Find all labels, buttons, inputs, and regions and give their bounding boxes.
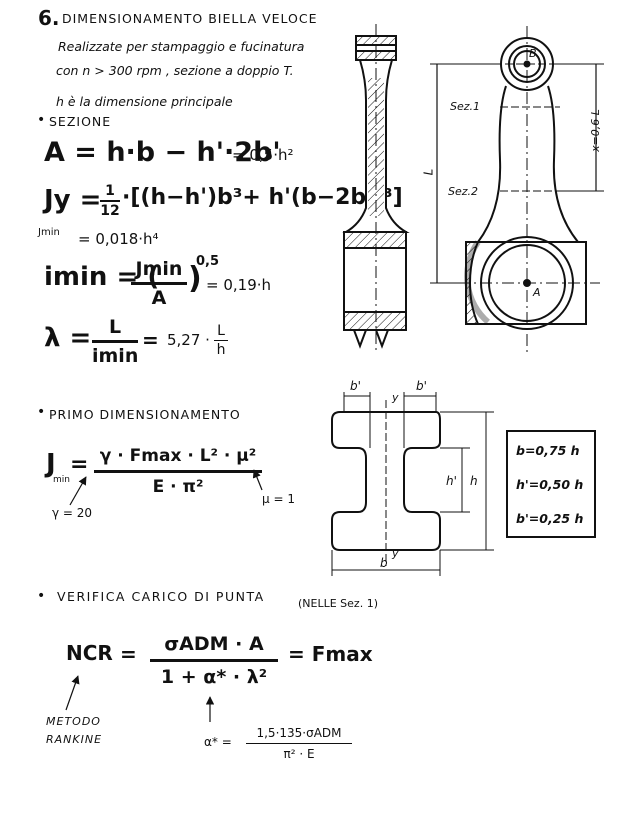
lambda-den: imin (92, 345, 139, 367)
intro-line-2: con n > 300 rpm , sezione a doppio T. (56, 63, 294, 78)
intro-line-3: h è la dimensione principale (56, 94, 233, 109)
section-title-primo: PRIMO DIMENSIONAMENTO (49, 407, 241, 422)
ncr-label: NCR (66, 641, 113, 665)
bullet-sezione: • (37, 112, 46, 128)
rankine-label: RANKINE (46, 733, 103, 746)
primo-j-eq: = (70, 452, 89, 477)
lambda-lhs: λ = (44, 323, 92, 353)
lambda-value-fraction: L h (214, 323, 228, 358)
jy-lhs: Jy = (44, 185, 102, 215)
lambda-value: 5,27 · (167, 331, 210, 349)
label-L: L (421, 168, 436, 176)
primo-den: E · π² (152, 477, 204, 497)
jmin-label: Jmin (38, 227, 60, 238)
label-x06L: x=0,6 L (588, 109, 602, 152)
lambda-fraction: L imin (92, 316, 138, 367)
section-title-verifica: VERIFICA CARICO DI PUNTA (57, 589, 265, 604)
mu-arrow (252, 469, 263, 491)
jy-rhs: ·[(h−h')b³+ h'(b−2b')³] (122, 185, 403, 210)
primo-j-lhs: J (46, 449, 56, 479)
gamma-arrow (69, 476, 87, 506)
lambda-val-num: L (217, 323, 225, 339)
fmax-eq: = Fmax (288, 642, 373, 666)
alpha-num: 1,5·135·σADM (256, 726, 342, 740)
imin-exponent: 0,5 (196, 254, 220, 269)
jy-frac-num: 1 (105, 183, 115, 199)
jy-frac-den: 12 (100, 203, 120, 219)
label-sez1: Sez.1 (450, 100, 481, 113)
mu-note: μ = 1 (262, 492, 295, 506)
alpha-fraction: 1,5·135·σADM π² · E (246, 726, 352, 761)
area-value: = 0,5·h² (232, 146, 294, 164)
verifica-note: (NELLE Sez. 1) (298, 597, 378, 610)
imin-value: = 0,19·h (206, 276, 272, 294)
rod-front-view (430, 26, 604, 352)
jmin-value: = 0,018·h⁴ (78, 230, 159, 248)
imin-num: Jmin (135, 258, 183, 280)
ncr-eq: = (120, 642, 137, 666)
bullet-primo: • (37, 404, 46, 420)
primo-j-sub: min (53, 475, 70, 485)
imin-den: A (151, 287, 167, 309)
lambda-eq: = (142, 328, 159, 352)
table-row-h-prime: h'=0,50 h (516, 477, 584, 492)
imin-fraction: Jmin A (131, 258, 187, 309)
label-y-top: y (392, 391, 399, 404)
page-title: DIMENSIONAMENTO BIELLA VELOCE (62, 11, 318, 26)
proportions-table: b=0,75 h h'=0,50 h b'=0,25 h (506, 430, 596, 538)
rankine-arrow (65, 675, 80, 711)
label-h: h (470, 474, 478, 488)
i-section (331, 392, 494, 576)
section-number: 6. (38, 6, 60, 30)
jy-fraction: 1 12 (100, 183, 120, 219)
table-row-b-prime: b'=0,25 h (516, 511, 584, 526)
bullet-verifica: • (37, 588, 46, 604)
section-title-sezione: SEZIONE (49, 114, 112, 129)
metodo-label: METODO (46, 715, 101, 728)
alpha-label: α* = (204, 735, 232, 749)
gamma-note: γ = 20 (52, 506, 93, 520)
label-sez2: Sez.2 (448, 185, 479, 198)
label-b-prime-left: b' (350, 379, 361, 393)
label-B: B (529, 47, 537, 60)
area-formula: A = h·b − h'·2b' (44, 137, 281, 168)
imin-lhs: imin = ( (44, 262, 160, 292)
label-b: b (380, 556, 388, 570)
rod-side-view (342, 24, 410, 352)
label-y-bottom: y (392, 547, 399, 560)
primo-fraction: γ · Fmax · L² · μ² E · π² (94, 446, 262, 497)
label-h-prime: h' (446, 474, 457, 488)
table-row-b: b=0,75 h (516, 443, 580, 458)
alpha-den: π² · E (283, 747, 315, 761)
primo-num: γ · Fmax · L² · μ² (99, 446, 257, 466)
lambda-num: L (108, 316, 122, 338)
label-A: A (533, 286, 541, 299)
intro-line-1: Realizzate per stampaggio e fucinatura (58, 39, 305, 54)
lambda-val-den: h (216, 342, 226, 358)
ncr-fraction: σADM · A 1 + α* · λ² (150, 633, 278, 688)
label-b-prime-right: b' (416, 379, 427, 393)
ncr-den: 1 + α* · λ² (160, 666, 268, 688)
ncr-num: σADM · A (164, 633, 264, 655)
imin-close: ) (188, 261, 202, 296)
